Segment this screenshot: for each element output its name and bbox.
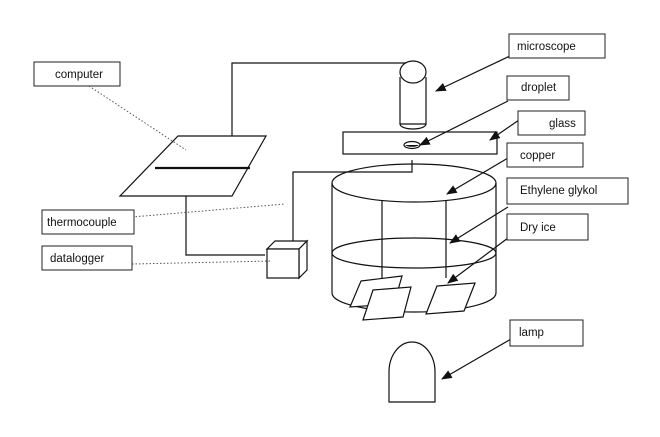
label-glass: glass bbox=[517, 110, 586, 136]
ethylene-glykol-arrow bbox=[449, 206, 509, 244]
copper-arrow bbox=[446, 157, 509, 195]
droplet-arrow bbox=[419, 100, 509, 146]
droplet-shadow bbox=[405, 145, 419, 147]
label-lamp-text: lamp bbox=[519, 327, 544, 339]
label-lamp: lamp bbox=[509, 319, 584, 347]
cryostat-vessel bbox=[331, 163, 497, 313]
glass-plate bbox=[342, 131, 498, 155]
glass-arrow bbox=[489, 119, 520, 141]
dry-ice-arrow bbox=[447, 237, 509, 284]
microscope-arrow bbox=[435, 55, 511, 92]
microscope bbox=[399, 60, 427, 130]
label-droplet: droplet bbox=[506, 75, 570, 101]
computer-microscope-cable bbox=[231, 62, 408, 137]
label-thermocouple: thermocouple bbox=[41, 209, 135, 235]
label-dry-ice-text: Dry ice bbox=[520, 222, 556, 234]
label-ethylene-glykol-text: Ethylene glykol bbox=[520, 185, 597, 197]
label-copper-text: copper bbox=[520, 150, 555, 162]
lamp bbox=[388, 341, 436, 403]
label-computer-text: computer bbox=[55, 69, 103, 81]
label-microscope: microscope bbox=[508, 33, 606, 59]
lamp-arrow bbox=[441, 338, 512, 380]
datalogger-leader bbox=[131, 260, 273, 265]
label-droplet-text: droplet bbox=[521, 82, 557, 94]
computer-laptop bbox=[118, 135, 268, 197]
label-copper: copper bbox=[506, 142, 584, 168]
label-datalogger-text: datalogger bbox=[50, 253, 105, 265]
label-glass-text: glass bbox=[549, 118, 576, 130]
thermocouple-leader bbox=[131, 203, 286, 218]
label-thermocouple-text: thermocouple bbox=[47, 217, 117, 229]
label-datalogger: datalogger bbox=[41, 245, 133, 271]
computer-leader bbox=[85, 83, 187, 151]
label-microscope-text: microscope bbox=[517, 41, 576, 53]
label-dry-ice: Dry ice bbox=[506, 213, 589, 241]
computer-datalogger-cable bbox=[185, 188, 265, 256]
dry-ice-pieces bbox=[349, 275, 476, 321]
label-ethylene-glykol: Ethylene glykol bbox=[506, 177, 629, 205]
label-computer: computer bbox=[33, 61, 121, 87]
datalogger-box bbox=[265, 239, 309, 280]
